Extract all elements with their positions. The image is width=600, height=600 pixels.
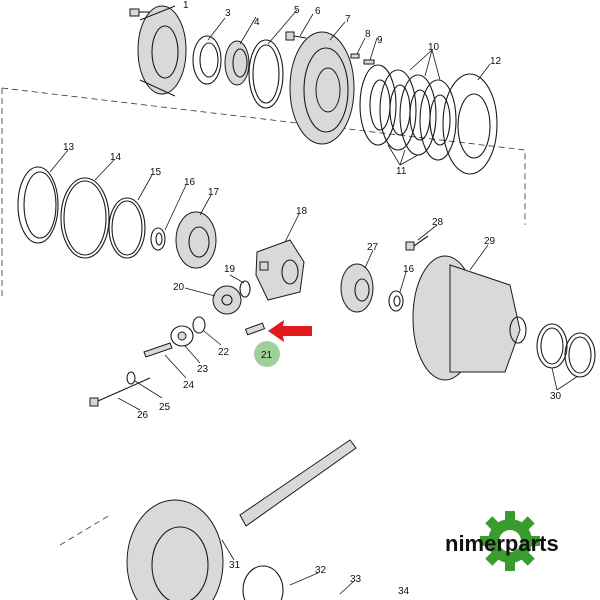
callout-8: 8: [365, 29, 371, 40]
part-29-case: [412, 255, 527, 381]
callout-4: 4: [254, 17, 260, 28]
part-20-pinion: [212, 285, 242, 315]
callout-12: 12: [490, 56, 502, 67]
callout-16: 16: [184, 177, 196, 188]
callout-19: 19: [224, 264, 236, 275]
part-6-bolt: [285, 31, 307, 41]
callout-16-right: 16: [403, 264, 415, 275]
callout-9: 9: [377, 35, 383, 46]
callout-25: 25: [159, 402, 171, 413]
callout-15: 15: [150, 167, 162, 178]
part-16-washer-right: [388, 290, 404, 312]
callout-20: 20: [173, 282, 185, 293]
part-8-pin: [350, 53, 360, 59]
callout-27: 27: [367, 242, 379, 253]
callout-21: 21: [261, 350, 273, 361]
callout-10: 10: [428, 42, 440, 53]
part-10-11-clutch-discs: [359, 64, 457, 161]
highlight-marker: [254, 341, 280, 367]
part-14-oring: [60, 177, 110, 259]
callout-1: 1: [183, 0, 189, 11]
callout-6: 6: [315, 6, 321, 17]
callout-23: 23: [197, 364, 209, 375]
upper-assembly-frame: [1, 87, 526, 546]
callout-22: 22: [218, 347, 230, 358]
callout-32: 32: [315, 565, 327, 576]
part-2-screw: [129, 8, 150, 17]
callout-29: 29: [484, 236, 496, 247]
part-7-hub: [289, 31, 355, 145]
pinion-shaft: [239, 439, 357, 527]
callout-30: 30: [550, 391, 562, 402]
callout-26: 26: [137, 410, 149, 421]
callout-11: 11: [396, 166, 407, 177]
part-18-block: [255, 239, 305, 301]
nimerparts-logo: nimerparts: [445, 511, 559, 571]
callout-18: 18: [296, 206, 308, 217]
part-9-pin: [363, 59, 375, 65]
part-24-shaft: [143, 342, 173, 358]
leader-lines: [49, 9, 579, 595]
callout-28: 28: [432, 217, 444, 228]
part-13-ring: [17, 166, 59, 244]
part-17-gear: [175, 211, 217, 269]
part-4-bearing: [224, 40, 250, 86]
callout-labels: 1 3 4 5 6 7 8 9 10 11 12 13 14 15 16 16 …: [63, 0, 562, 597]
callout-13: 13: [63, 142, 75, 153]
part-12-plate: [442, 73, 498, 175]
part-16-washer: [150, 227, 166, 251]
part-30-rings: [536, 323, 596, 378]
gear-logo-icon: [480, 511, 540, 571]
brand-name: nimerparts: [445, 531, 559, 556]
part-26-bolt: [89, 377, 151, 407]
callout-31: 31: [229, 560, 241, 571]
part-23-spacer: [170, 325, 194, 347]
callout-7: 7: [345, 14, 351, 25]
part-1-housing: [137, 5, 187, 97]
part-15-oring: [108, 197, 146, 259]
part-27-gear: [340, 263, 374, 313]
part-21-pin[interactable]: [244, 322, 266, 336]
callout-3: 3: [225, 8, 231, 19]
part-5-gasket: [248, 39, 284, 109]
part-31-ring-gear: [126, 499, 224, 600]
part-3-ring: [192, 35, 222, 85]
part-25-washer: [126, 371, 136, 385]
part-19-washer: [239, 280, 251, 298]
callout-14: 14: [110, 152, 122, 163]
part-32-gasket: [242, 565, 284, 600]
part-28-bolt: [405, 235, 429, 251]
callout-17: 17: [208, 187, 220, 198]
callout-24: 24: [183, 380, 195, 391]
callout-5: 5: [294, 5, 300, 16]
callout-34: 34: [398, 586, 410, 597]
callout-33: 33: [350, 574, 362, 585]
highlight-arrow: [268, 320, 312, 342]
part-22-washer: [192, 316, 206, 334]
